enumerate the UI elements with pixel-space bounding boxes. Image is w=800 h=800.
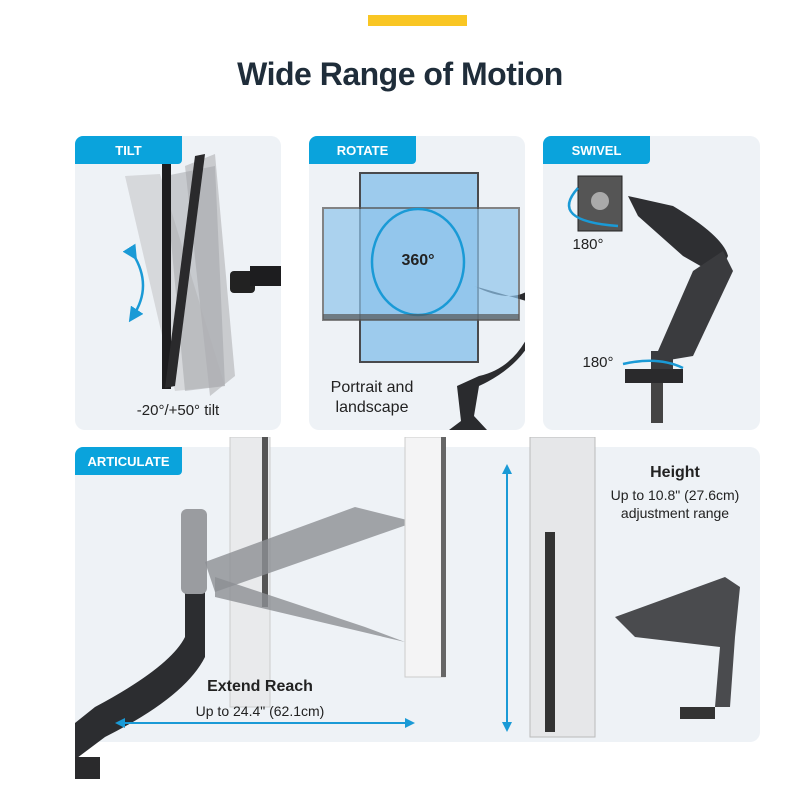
reach-value: Up to 24.4" (62.1cm) (195, 703, 325, 719)
swivel-tab: SWIVEL (543, 136, 650, 164)
swivel-bottom-angle: 180° (582, 354, 614, 371)
swivel-panel: SWIVEL 180° 180° (543, 136, 760, 430)
reach-title: Extend Reach (207, 678, 313, 695)
rotate-caption-line2: landscape (335, 399, 409, 416)
swivel-illustration (567, 175, 733, 423)
rotate-caption: Portrait and landscape (317, 378, 427, 418)
tilt-caption: -20°/+50° tilt (136, 402, 220, 419)
rotate-angle: 360° (401, 252, 435, 269)
tilt-tab: TILT (75, 136, 182, 164)
height-note: adjustment range (620, 505, 730, 521)
rotate-caption-line1: Portrait and (330, 379, 414, 396)
rotate-tab: ROTATE (309, 136, 416, 164)
swivel-top-angle: 180° (572, 236, 604, 253)
rotate-illustration (322, 172, 525, 430)
page-title: Wide Range of Motion (237, 56, 563, 92)
articulate-panel: ARTICULATE Extend Reach Up to 24.4" (62.… (75, 437, 760, 779)
articulate-tab: ARTICULATE (75, 447, 182, 475)
rotate-panel: ROTATE 360° Portrait and landscape (309, 136, 525, 430)
tilt-panel: TILT -20°/+50° tilt (75, 136, 281, 430)
accent-bar (368, 15, 467, 26)
tilt-illustration (122, 154, 281, 396)
height-title: Height (650, 464, 700, 481)
articulate-illustration (75, 437, 740, 779)
height-value: Up to 10.8" (27.6cm) (610, 487, 740, 503)
